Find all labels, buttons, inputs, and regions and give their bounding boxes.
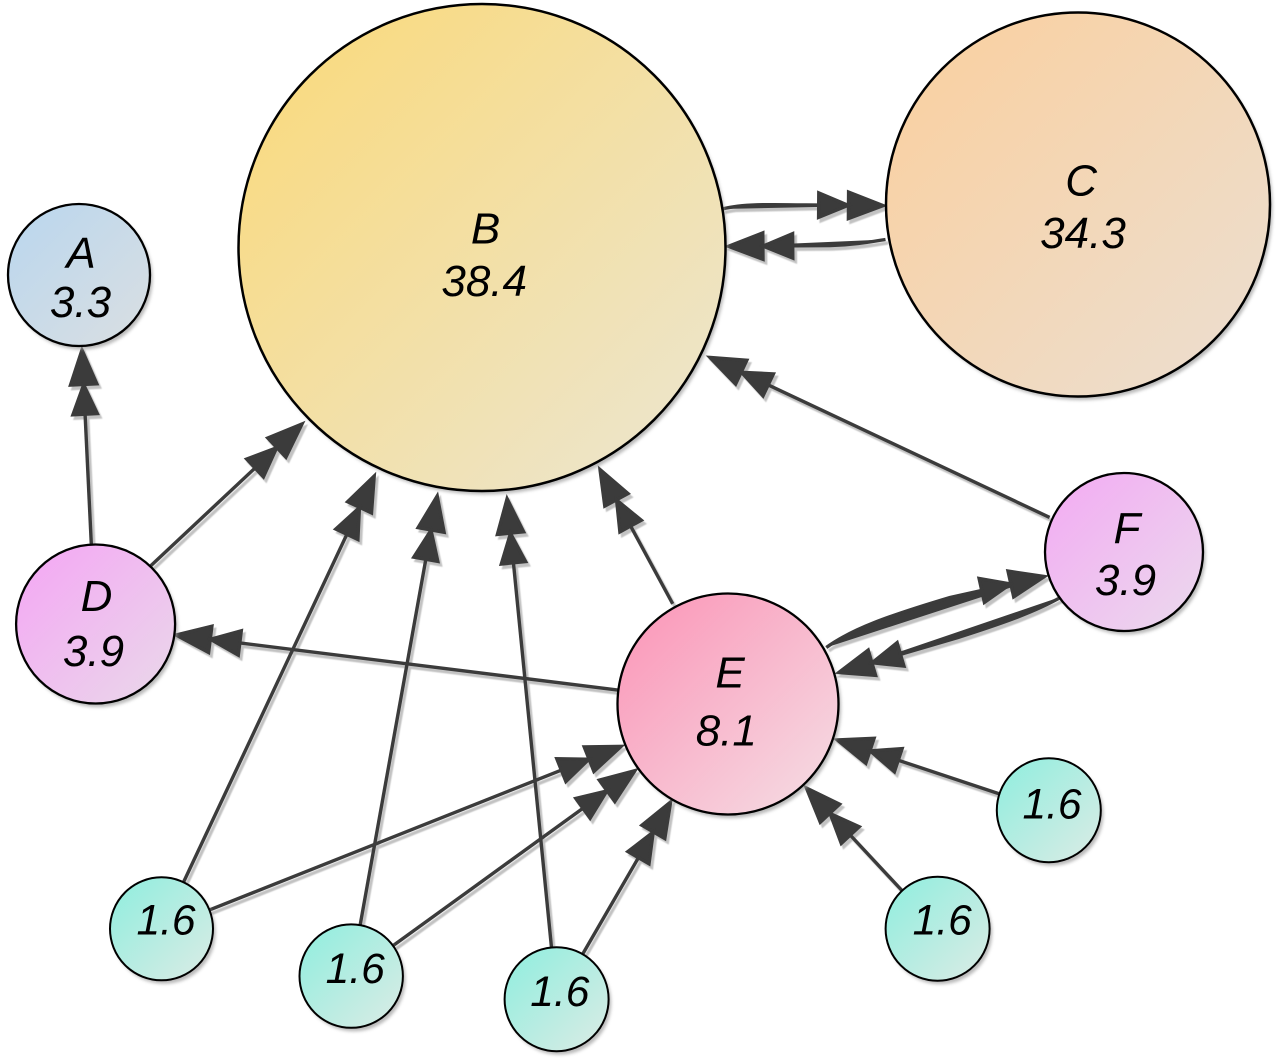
svg-text:8.1: 8.1 [696,707,757,756]
svg-text:F: F [1113,504,1142,553]
svg-text:3.3: 3.3 [50,278,112,327]
svg-text:D: D [81,572,113,621]
svg-text:B: B [471,204,500,253]
svg-text:1.6: 1.6 [913,898,972,945]
svg-text:34.3: 34.3 [1040,209,1126,258]
svg-text:38.4: 38.4 [441,257,527,306]
svg-text:3.9: 3.9 [63,627,124,676]
svg-text:A: A [63,229,95,278]
svg-text:1.6: 1.6 [530,969,589,1016]
svg-text:1.6: 1.6 [136,898,195,945]
svg-text:C: C [1065,157,1098,206]
svg-text:1.6: 1.6 [1022,781,1081,828]
svg-text:3.9: 3.9 [1095,556,1156,605]
svg-text:1.6: 1.6 [326,946,385,993]
svg-text:E: E [715,648,745,697]
